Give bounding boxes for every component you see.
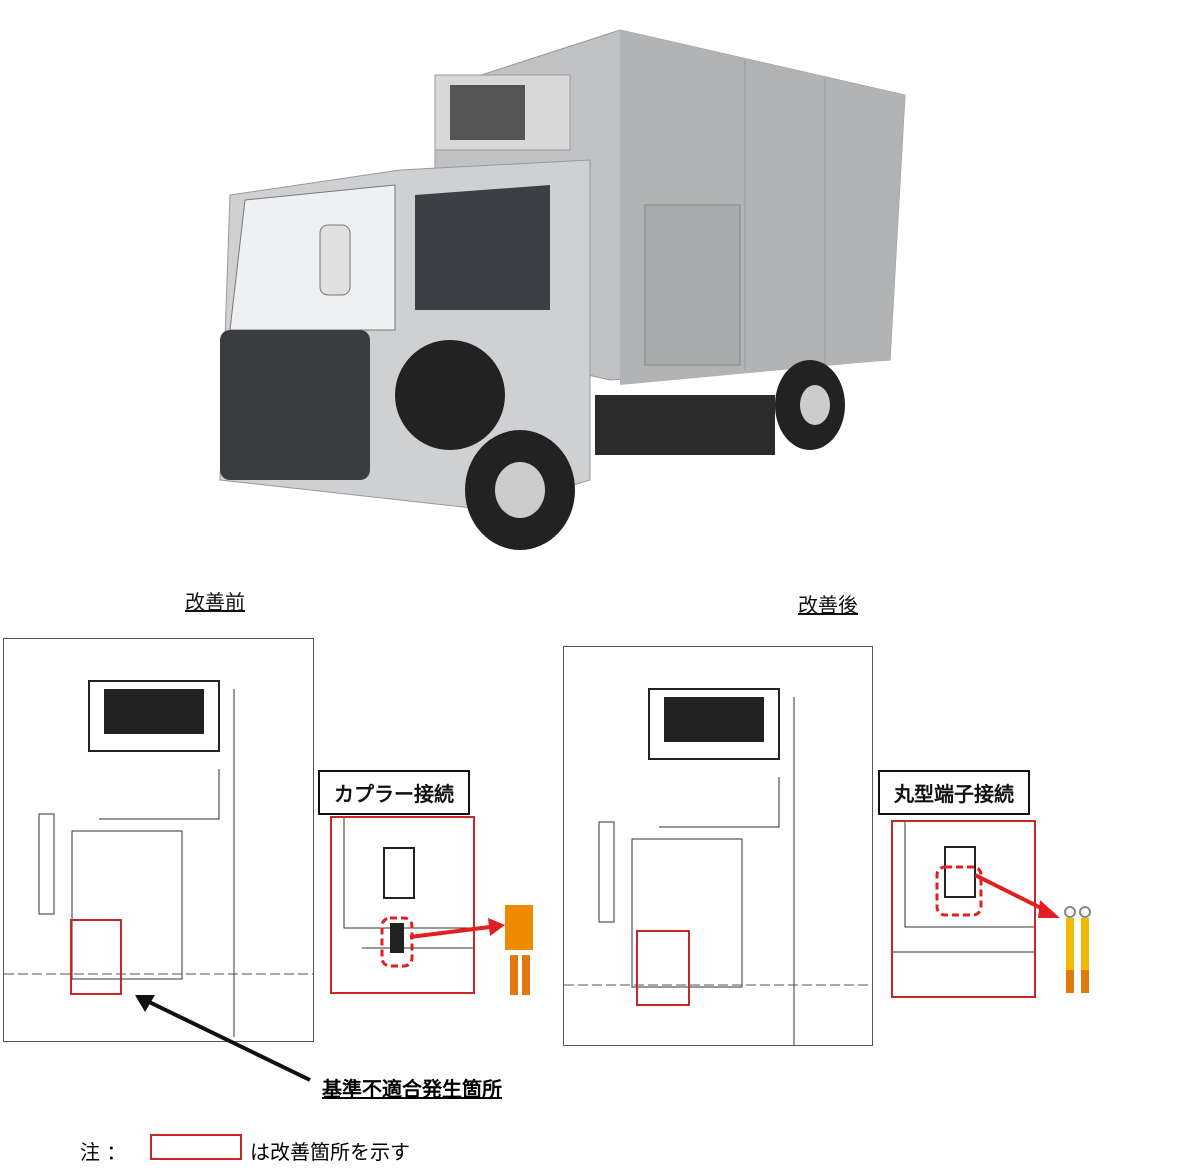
ring-terminal-arrow — [975, 873, 1091, 993]
ring-terminal-connection-label: 丸型端子接続 — [878, 770, 1030, 815]
after-wiring-drawing — [564, 688, 872, 1045]
ring-terminal-icon — [1064, 906, 1076, 918]
coupler-arrow — [410, 905, 533, 995]
before-wiring-drawing — [4, 680, 313, 1037]
ring-terminal-detail-box — [891, 820, 1036, 998]
coupler-detail-box — [330, 816, 475, 994]
ring-terminal-detail-drawing — [893, 822, 1034, 953]
before-label: 改善前 — [185, 590, 245, 614]
before-highlight-box — [70, 919, 122, 995]
note-text: は改善箇所を示す — [250, 1140, 410, 1164]
coupler-detail-drawing — [343, 818, 473, 968]
after-diagram — [563, 646, 873, 1046]
nonconformity-label: 基準不適合発生箇所 — [322, 1077, 502, 1101]
coupler-connection-label: カプラー接続 — [318, 770, 470, 815]
nonconformity-arrow — [135, 995, 311, 1082]
note-legend-box — [150, 1134, 242, 1160]
coupler-connector-icon — [505, 905, 533, 950]
note-prefix: 注 ： — [80, 1140, 127, 1164]
after-highlight-box — [636, 930, 690, 1006]
after-label: 改善後 — [798, 593, 858, 617]
before-diagram — [3, 638, 314, 1042]
truck-image — [219, 29, 906, 550]
